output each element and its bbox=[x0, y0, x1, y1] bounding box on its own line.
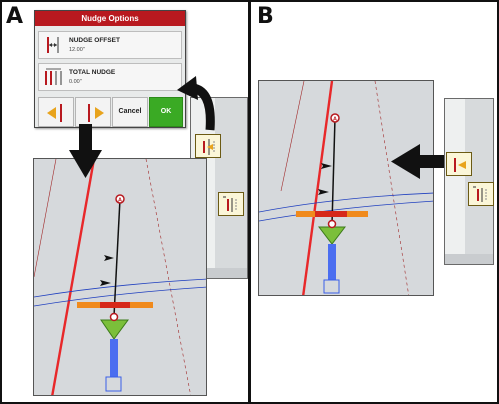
panel-b-letter: B bbox=[257, 4, 274, 29]
cancel-button[interactable]: Cancel bbox=[112, 97, 148, 127]
side-toolbar-b bbox=[444, 98, 494, 265]
side-toolbar-bottom bbox=[191, 268, 247, 278]
total-nudge-label: TOTAL NUDGE bbox=[69, 69, 116, 76]
vehicle-hitch bbox=[323, 279, 340, 294]
coverage-boundary-line bbox=[145, 159, 191, 395]
side-toolbar-bottom bbox=[445, 254, 493, 264]
projection-line bbox=[113, 198, 121, 317]
nudge-button-b-lower[interactable] bbox=[468, 182, 494, 206]
nudge-left-arrow-icon bbox=[47, 104, 62, 122]
nudge-button-b[interactable] bbox=[446, 152, 472, 176]
vehicle-body bbox=[328, 244, 336, 280]
side-toolbar-map-edge bbox=[465, 99, 493, 264]
vehicle-hitch bbox=[105, 376, 122, 392]
nudge-right-button[interactable] bbox=[75, 97, 111, 127]
total-nudge-icon bbox=[43, 67, 63, 87]
boom-active-section bbox=[315, 211, 347, 217]
direction-arrow bbox=[100, 280, 111, 286]
nudge-icon bbox=[454, 158, 466, 172]
svg-text:A: A bbox=[333, 117, 337, 123]
panel-a-letter: A bbox=[6, 4, 24, 29]
path-curve bbox=[259, 200, 433, 222]
direction-arrow bbox=[321, 163, 332, 169]
boom-active-section bbox=[100, 302, 130, 308]
guidance-map-b: A bbox=[259, 81, 433, 295]
projection-line bbox=[331, 117, 336, 225]
svg-text:A: A bbox=[118, 198, 122, 204]
target-point-a bbox=[115, 194, 125, 204]
total-nudge-row[interactable]: TOTAL NUDGE 0.00" bbox=[38, 63, 182, 91]
dialog-title: Nudge Options bbox=[35, 11, 185, 26]
nudge-left-button[interactable] bbox=[38, 97, 74, 127]
coverage-boundary-line bbox=[280, 81, 305, 192]
ok-button[interactable]: OK bbox=[149, 97, 183, 127]
guidance-line bbox=[51, 159, 96, 395]
vehicle-cone bbox=[317, 226, 347, 245]
guidance-map-a: A bbox=[34, 159, 206, 395]
nudge-button-a-lower[interactable] bbox=[218, 192, 244, 216]
vehicle-position bbox=[109, 312, 119, 322]
vehicle-body bbox=[110, 339, 118, 377]
total-nudge-value: 0.00" bbox=[69, 79, 82, 85]
target-point-b bbox=[330, 113, 340, 123]
nudge-options-dialog: Nudge Options NUDGE OFFSET 12.00" TOTAL bbox=[34, 10, 186, 128]
nudge-offset-icon bbox=[43, 35, 63, 55]
direction-arrow bbox=[318, 189, 329, 195]
nudge-icon bbox=[203, 139, 215, 155]
ok-button-label: OK bbox=[160, 108, 172, 115]
path-curve bbox=[34, 278, 206, 298]
guidance-line bbox=[302, 81, 334, 295]
coverage-boundary-line bbox=[34, 159, 57, 278]
nudge-offset-row[interactable]: NUDGE OFFSET 12.00" bbox=[38, 31, 182, 59]
side-toolbar-map-edge bbox=[215, 98, 247, 278]
guidance-screen-b: A bbox=[258, 80, 434, 296]
vehicle-position bbox=[327, 219, 337, 229]
nudge-right-arrow-icon bbox=[88, 104, 104, 122]
nudge-icon-lower bbox=[473, 186, 487, 202]
nudge-offset-value: 12.00" bbox=[69, 47, 85, 53]
coverage-boundary-line bbox=[374, 81, 409, 295]
cancel-button-label: Cancel bbox=[118, 108, 142, 115]
path-curve bbox=[259, 192, 433, 213]
vehicle-cone bbox=[100, 319, 129, 340]
direction-arrow bbox=[104, 255, 114, 261]
nudge-offset-label: NUDGE OFFSET bbox=[69, 37, 120, 44]
nudge-icon-lower bbox=[223, 196, 237, 212]
path-curve bbox=[34, 286, 206, 307]
nudge-button-a[interactable] bbox=[195, 134, 221, 158]
guidance-screen-a: A bbox=[33, 158, 207, 396]
